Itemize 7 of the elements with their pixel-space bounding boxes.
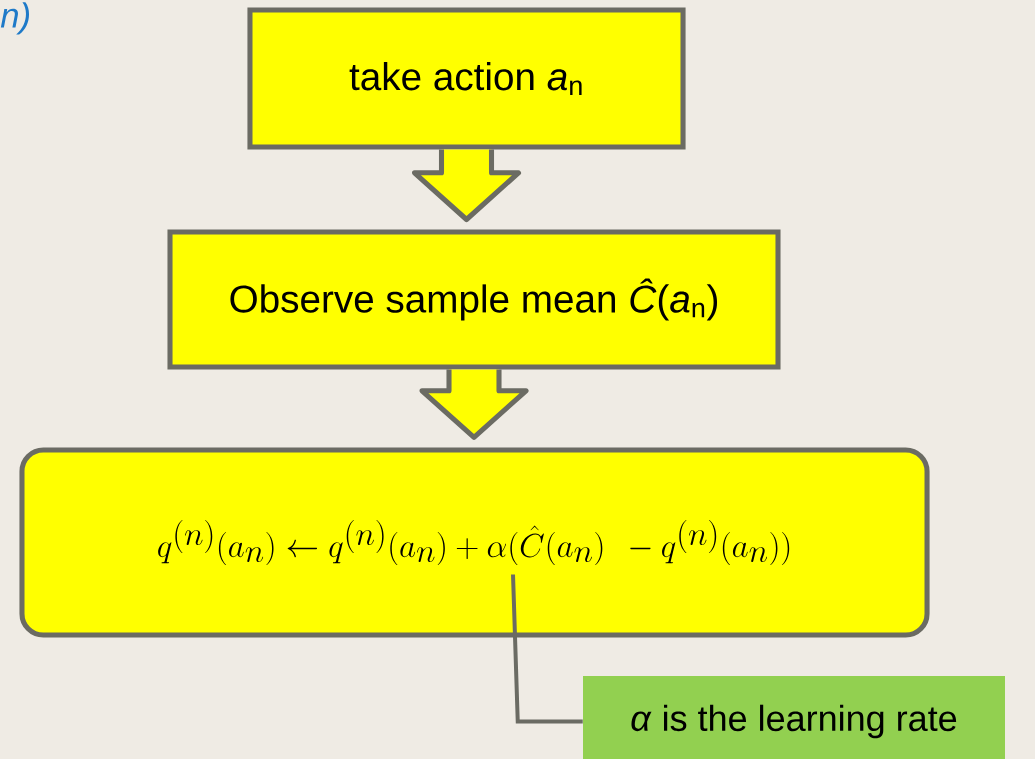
block-arrow <box>411 147 522 223</box>
process-box: Observe sample mean Ĉ(a$_{n}$) <box>167 229 781 370</box>
text-fragment: n) <box>0 2 29 35</box>
block-arrow <box>419 366 529 440</box>
process-box: take action a$_{n}$ <box>247 7 686 150</box>
note-box: α is the learning rate <box>583 676 1005 759</box>
leader-line <box>511 574 583 724</box>
